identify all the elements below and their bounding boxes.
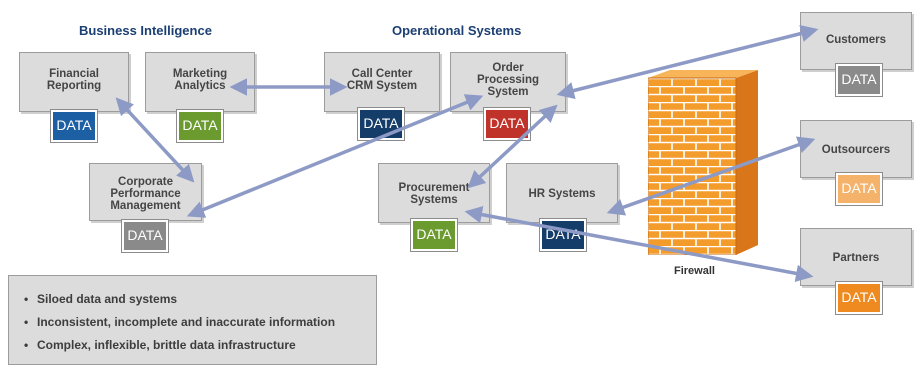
order-processing-label: Order Processing System bbox=[477, 62, 539, 98]
corporate-performance-label: Corporate Performance Management bbox=[110, 176, 181, 212]
order-processing-box: Order Processing System bbox=[450, 52, 566, 112]
summary-point: Siloed data and systems bbox=[24, 288, 376, 311]
procurement-data-badge: DATA bbox=[410, 218, 458, 252]
customers-label: Customers bbox=[825, 34, 887, 46]
firewall-illustration bbox=[648, 70, 758, 255]
marketing-analytics-box: Marketing Analytics bbox=[145, 52, 255, 112]
operational-systems-heading: Operational Systems bbox=[392, 23, 522, 38]
partners-label: Partners bbox=[832, 252, 880, 264]
hr-systems-label: HR Systems bbox=[528, 188, 596, 200]
call-center-data-badge: DATA bbox=[357, 107, 405, 141]
financial-reporting-box: Financial Reporting bbox=[19, 52, 129, 112]
marketing-analytics-label: Marketing Analytics bbox=[172, 68, 228, 92]
hr-systems-data-badge: DATA bbox=[539, 218, 587, 252]
outsourcers-data-badge: DATA bbox=[835, 172, 883, 206]
financial-reporting-label: Financial Reporting bbox=[46, 68, 102, 92]
marketing-analytics-data-badge: DATA bbox=[176, 109, 224, 143]
summary-point: Complex, inflexible, brittle data infras… bbox=[24, 334, 376, 357]
firewall-label: Firewall bbox=[674, 265, 715, 277]
financial-reporting-data-badge: DATA bbox=[50, 109, 98, 143]
partners-data-badge: DATA bbox=[835, 281, 883, 315]
outsourcers-box: Outsourcers bbox=[800, 120, 912, 178]
summary-list: Siloed data and systems Inconsistent, in… bbox=[9, 276, 376, 357]
procurement-label: Procurement Systems bbox=[398, 182, 470, 206]
hr-systems-box: HR Systems bbox=[506, 163, 618, 223]
partners-box: Partners bbox=[800, 228, 912, 286]
summary-point: Inconsistent, incomplete and inaccurate … bbox=[24, 311, 376, 334]
summary-box: Siloed data and systems Inconsistent, in… bbox=[8, 275, 377, 365]
customers-box: Customers bbox=[800, 12, 912, 70]
corporate-performance-data-badge: DATA bbox=[121, 219, 169, 253]
corporate-performance-box: Corporate Performance Management bbox=[89, 163, 202, 221]
call-center-box: Call Center CRM System bbox=[324, 52, 440, 112]
order-processing-data-badge: DATA bbox=[483, 107, 531, 141]
customers-data-badge: DATA bbox=[835, 63, 883, 97]
procurement-box: Procurement Systems bbox=[378, 163, 490, 223]
outsourcers-label: Outsourcers bbox=[821, 144, 891, 156]
call-center-label: Call Center CRM System bbox=[346, 68, 418, 92]
business-intelligence-heading: Business Intelligence bbox=[79, 23, 212, 38]
